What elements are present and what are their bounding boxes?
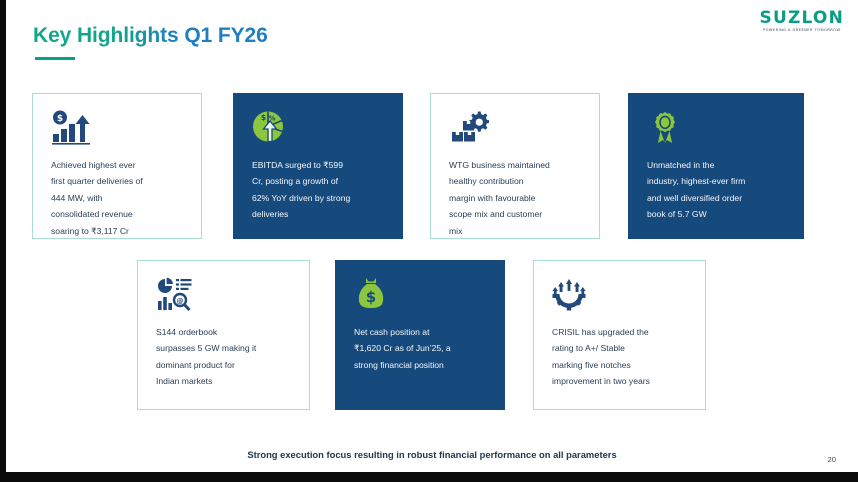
slide-canvas: Key Highlights Q1 FY26 SUZLON POWERING A… bbox=[6, 0, 858, 472]
highlight-card-text: WTG business maintained healthy contribu… bbox=[449, 160, 550, 236]
page-title: Key Highlights Q1 FY26 bbox=[33, 24, 268, 47]
pie-chart-percent-arrow-up-icon: % $ bbox=[253, 111, 283, 143]
data-analysis-report-icon: @ bbox=[158, 277, 192, 312]
highlight-card-text: Achieved highest ever first quarter deli… bbox=[51, 160, 143, 236]
award-ribbon-badge-icon bbox=[654, 112, 676, 143]
bar-chart-growth-dollar-icon: $ bbox=[52, 110, 90, 145]
highlight-card-text: S144 orderbook surpasses 5 GW making it … bbox=[156, 327, 257, 387]
money-bag-icon: $ bbox=[358, 278, 384, 309]
highlight-card-text: Net cash position at ₹1,620 Cr as of Jun… bbox=[354, 327, 451, 370]
highlight-card-net-cash-position: $ Net cash position at ₹1,620 Cr as of J… bbox=[335, 260, 505, 410]
highlight-card-text: EBITDA surged to ₹599 Cr, posting a grow… bbox=[252, 160, 351, 220]
svg-text:$: $ bbox=[366, 288, 376, 306]
highlight-card-crisil-rating-upgrade: CRISIL has upgraded the rating to A+/ St… bbox=[533, 260, 706, 410]
highlight-card-ebitda-growth: % $ EBITDA surged to ₹599 Cr, posting a … bbox=[233, 93, 403, 239]
logo-tagline: POWERING A GREENER TOMORROW bbox=[763, 28, 841, 32]
svg-text:%: % bbox=[268, 115, 275, 123]
highlight-card-text: CRISIL has upgraded the rating to A+/ St… bbox=[552, 327, 650, 387]
highlight-card-s144-orderbook: @ S144 orderbook surpasses 5 GW making i… bbox=[137, 260, 310, 410]
highlight-card-order-book: Unmatched in the industry, highest-ever … bbox=[628, 93, 804, 239]
gear-upgrade-arrows-icon bbox=[552, 279, 586, 311]
highlight-card-highest-ever-deliveries: $ Achieved highest ever first quarter de… bbox=[32, 93, 202, 239]
svg-text:@: @ bbox=[177, 297, 184, 305]
svg-text:$: $ bbox=[261, 113, 266, 122]
svg-text:$: $ bbox=[57, 114, 63, 124]
page-number: 20 bbox=[827, 455, 836, 464]
title-underline-rule bbox=[35, 57, 75, 60]
highlight-card-text: Unmatched in the industry, highest-ever … bbox=[647, 160, 746, 220]
highlight-card-wtg-contribution-margin: WTG business maintained healthy contribu… bbox=[430, 93, 600, 239]
suzlon-logo: SUZLON POWERING A GREENER TOMORROW bbox=[760, 10, 844, 33]
logo-wordmark: SUZLON bbox=[759, 8, 844, 28]
boxes-gear-production-icon bbox=[452, 111, 489, 142]
footer-note: Strong execution focus resulting in robu… bbox=[247, 449, 617, 460]
